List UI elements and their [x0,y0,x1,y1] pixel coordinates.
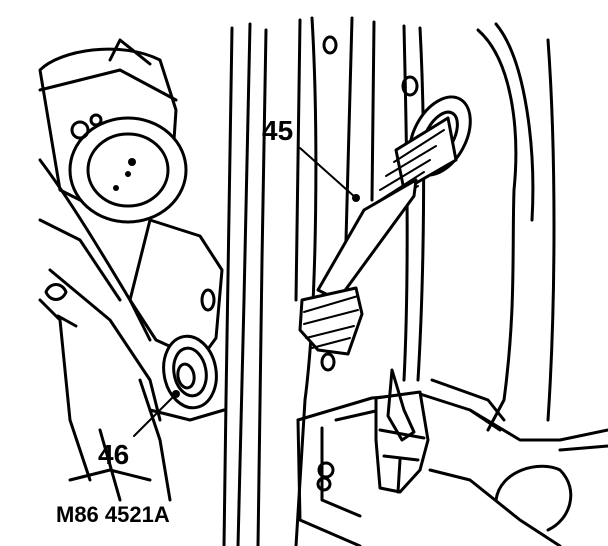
leader-lines [133,147,360,437]
part-label-45: 45 [262,115,293,146]
part-label-46: 46 [98,439,129,470]
latch-mechanism [296,368,608,546]
hinge-arm [38,38,226,502]
check-strap [298,95,472,356]
figure-reference-code: M86 4521A [56,502,170,527]
